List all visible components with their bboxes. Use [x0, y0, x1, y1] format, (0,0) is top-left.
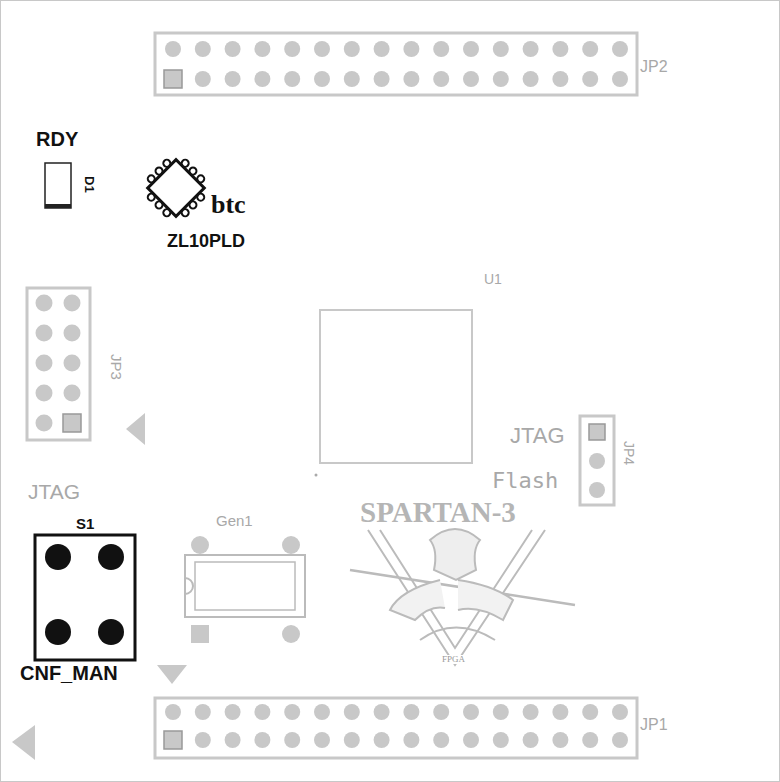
part-label: S1 — [76, 516, 94, 531]
header-label: JP2 — [640, 59, 668, 75]
header-label: JP1 — [640, 717, 668, 733]
switch-s1 — [35, 535, 187, 684]
marker-triangle — [12, 725, 35, 760]
led-d1 — [45, 163, 71, 208]
spartan-logo — [350, 529, 575, 665]
part-number: ZL10PLD — [167, 232, 245, 250]
jumper-option: Flash — [492, 470, 558, 492]
header-jp3 — [27, 288, 145, 445]
header-label: JP4 — [622, 441, 636, 465]
part-label: D1 — [83, 176, 96, 193]
part-label: U1 — [484, 272, 502, 286]
logo-text: btc — [211, 192, 246, 218]
oscillator-gen1 — [185, 536, 305, 643]
jumper-option: JTAG — [510, 425, 565, 447]
header-label: JP3 — [109, 354, 124, 380]
fpga-chip-u1 — [315, 310, 473, 477]
led-label: RDY — [36, 129, 78, 149]
switch-label: CNF_MAN — [20, 663, 118, 683]
logo-text: SPARTAN-3 — [360, 498, 516, 527]
part-label: Gen1 — [216, 513, 253, 528]
header-jp4 — [580, 416, 614, 505]
header-jp1 — [155, 698, 637, 758]
logo-text: FPGA — [441, 655, 466, 664]
header-jp2 — [155, 33, 637, 95]
mode-label: JTAG — [28, 481, 80, 502]
cpld-chip — [137, 149, 215, 227]
